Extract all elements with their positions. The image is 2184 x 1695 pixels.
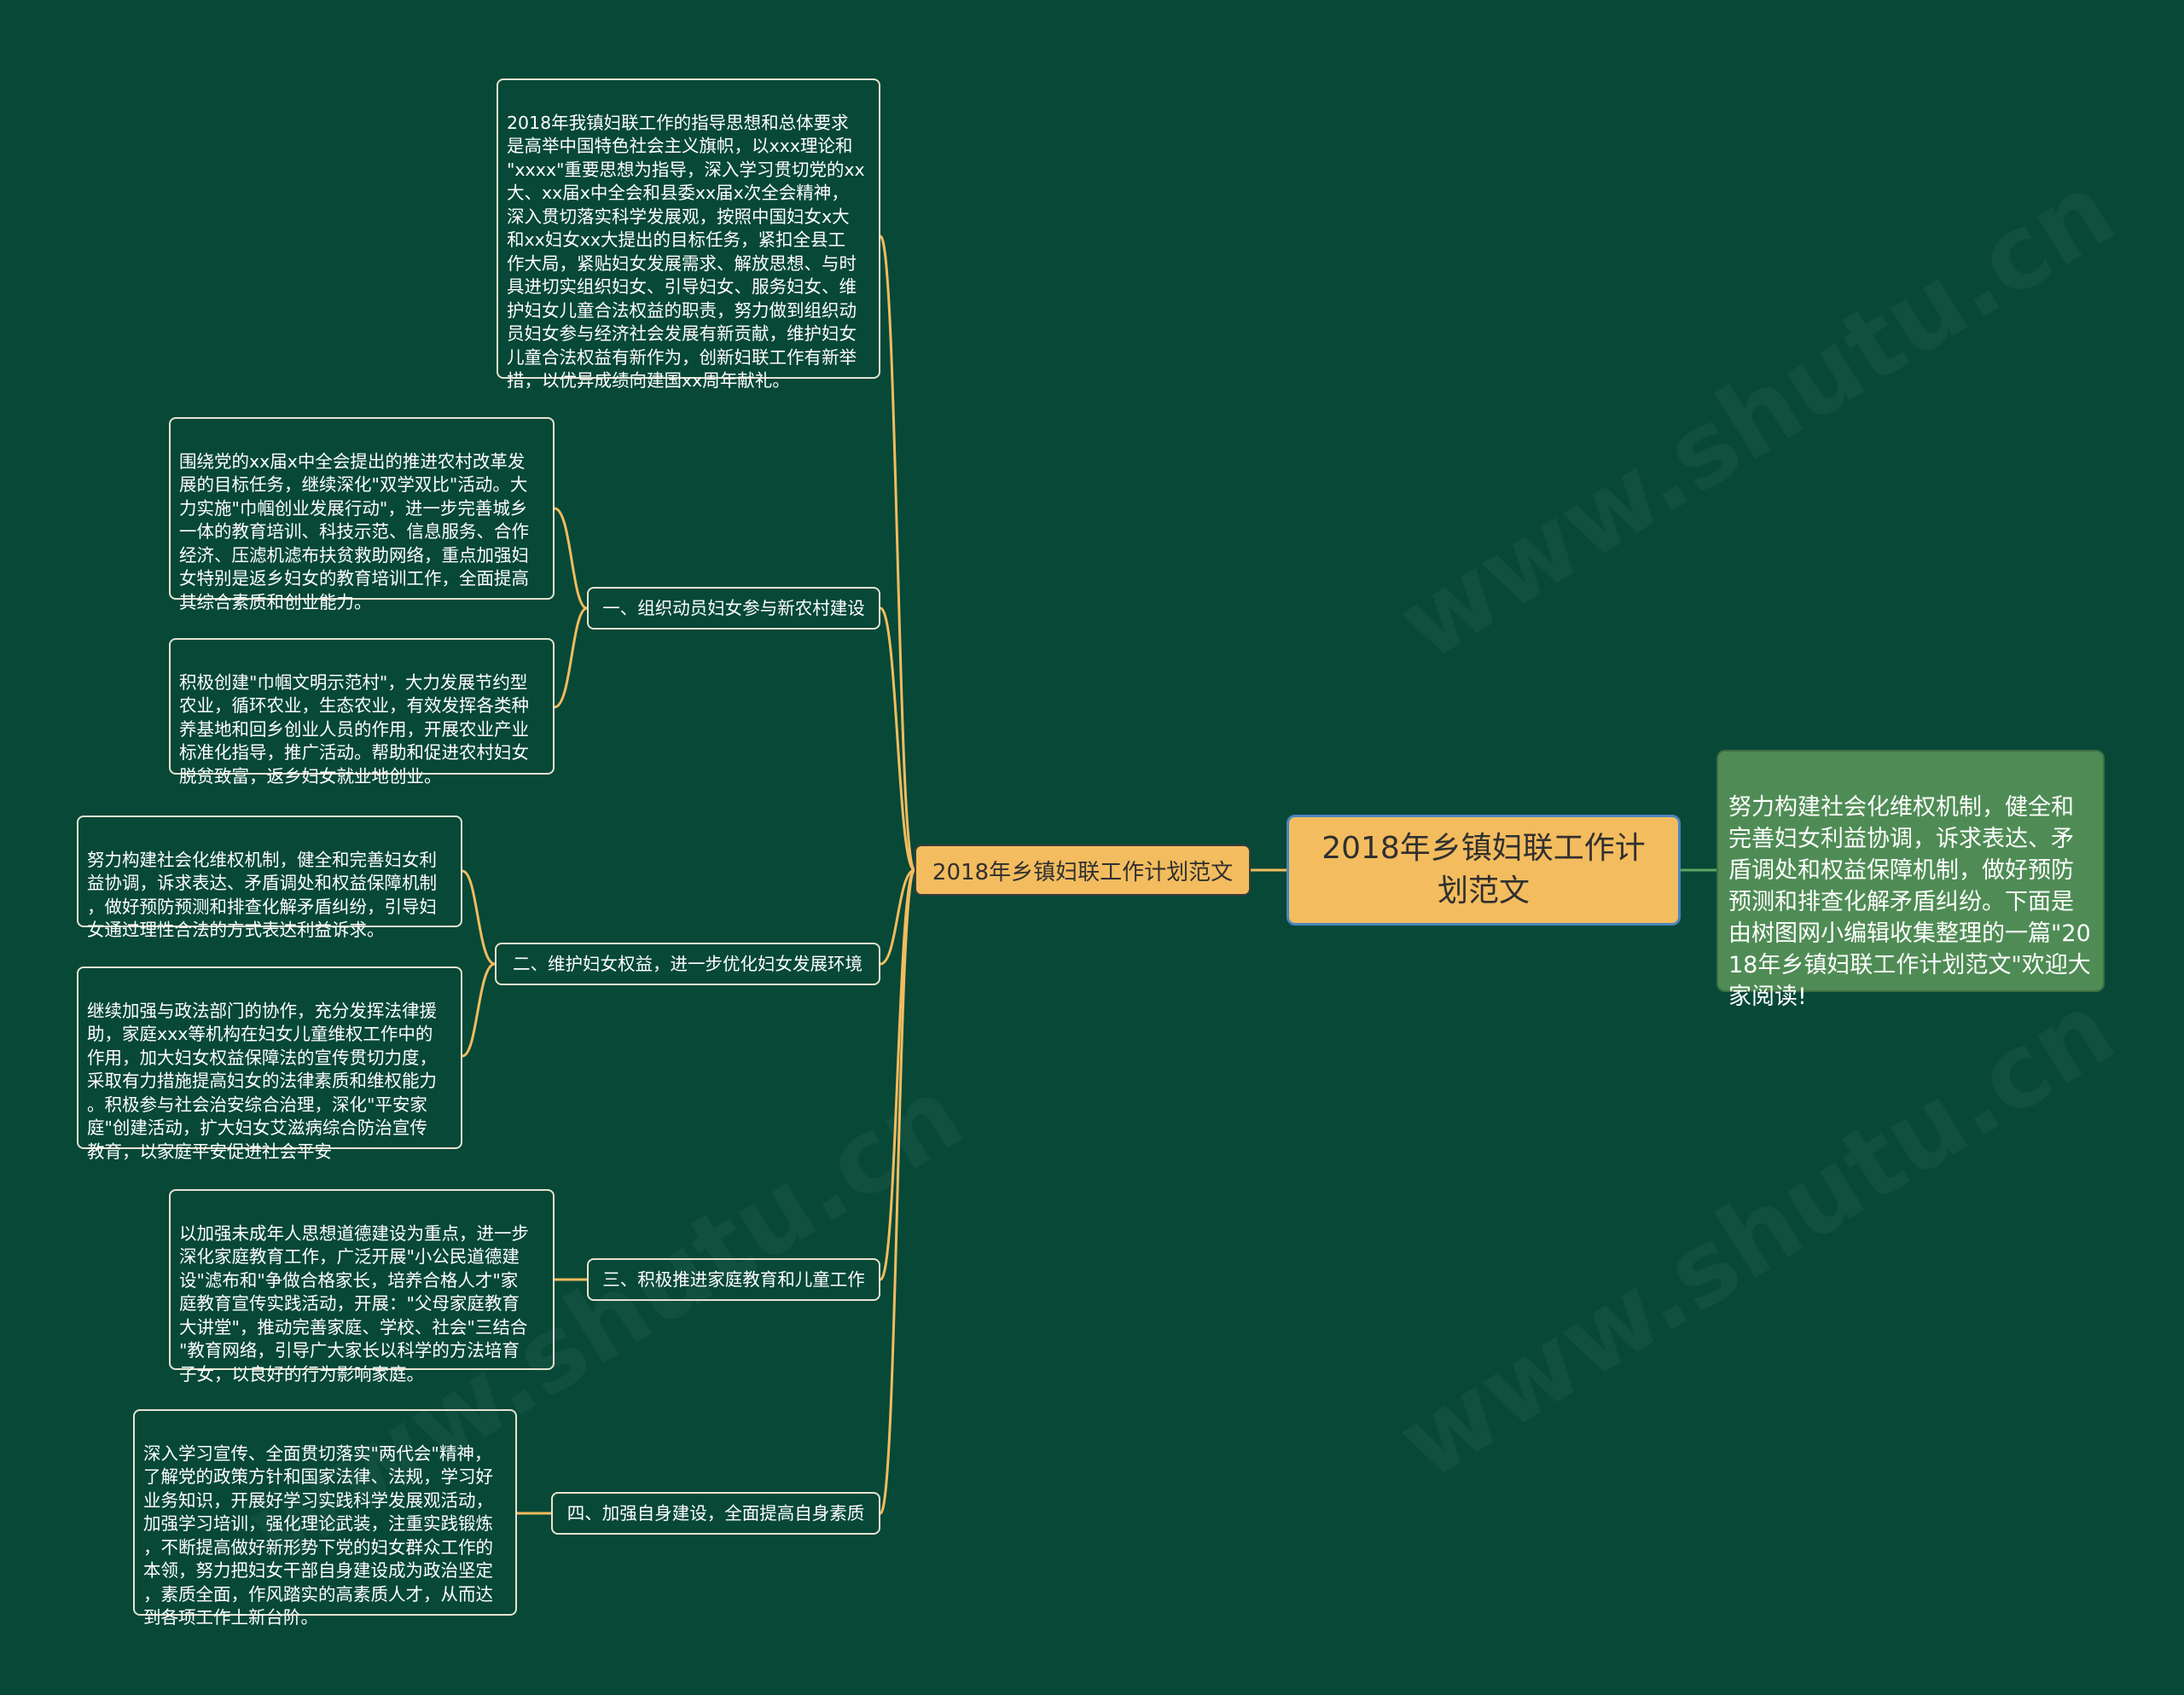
connector-branch-2-leaf-1 xyxy=(462,869,496,966)
branch-4-leaf-1-text: 深入学习宣传、全面贯切落实"两代会"精神， 了解党的政策方针和国家法律、法规，学… xyxy=(143,1442,493,1628)
branch-1-leaf-1[interactable]: 围绕党的xx届x中全会提出的推进农村改革发 展的目标任务，继续深化"双学双比"活… xyxy=(169,417,555,612)
branch-2-leaf-1[interactable]: 努力构建社会化维权机制，健全和完善妇女利 益协调，诉求表达、矛盾调处和权益保障机… xyxy=(77,816,462,940)
branch-1-label: 一、组织动员妇女参与新农村建设 xyxy=(602,598,865,618)
root-topic[interactable]: 2018年乡镇妇联工作计划范文 xyxy=(1287,815,1681,926)
branch-4-label: 四、加强自身建设，全面提高自身素质 xyxy=(566,1503,865,1524)
root-topic-label: 2018年乡镇妇联工作计划范文 xyxy=(1321,831,1646,908)
branch-3-leaf-1-text: 以加强未成年人思想道德建设为重点，进一步 深化家庭教育工作，广泛开展"小公民道德… xyxy=(179,1222,529,1384)
connector-hub-intro xyxy=(879,235,916,872)
branch-1-leaf-2-text: 积极创建"巾帼文明示范村"，大力发展节约型 农业，循环农业，生态农业，有效发挥各… xyxy=(179,671,529,787)
branch-1-leaf-1-text: 围绕党的xx届x中全会提出的推进农村改革发 展的目标任务，继续深化"双学双比"活… xyxy=(179,450,529,612)
hub-topic[interactable]: 2018年乡镇妇联工作计划范文 xyxy=(915,845,1251,896)
intro-leaf-text: 2018年我镇妇联工作的指导思想和总体要求 是高举中国特色社会主义旗帜，以xxx… xyxy=(507,112,865,392)
branch-2-label: 二、维护妇女权益，进一步优化妇女发展环境 xyxy=(513,954,863,974)
branch-4[interactable]: 四、加强自身建设，全面提高自身素质 xyxy=(551,1492,880,1535)
branch-3-leaf-1[interactable]: 以加强未成年人思想道德建设为重点，进一步 深化家庭教育工作，广泛开展"小公民道德… xyxy=(169,1189,555,1384)
branch-3-label: 三、积极推进家庭教育和儿童工作 xyxy=(602,1269,865,1290)
summary-node[interactable]: 努力构建社会化维权机制，健全和完善妇女利益协调，诉求表达、矛盾调处和权益保障机制… xyxy=(1716,750,2105,1010)
hub-topic-label: 2018年乡镇妇联工作计划范文 xyxy=(932,859,1234,885)
intro-leaf[interactable]: 2018年我镇妇联工作的指导思想和总体要求 是高举中国特色社会主义旗帜，以xxx… xyxy=(497,78,880,391)
branch-2-leaf-2-text: 继续加强与政法部门的协作，充分发挥法律援 助，家庭xxx等机构在妇女儿童维权工作… xyxy=(87,1000,437,1162)
branch-2-leaf-2[interactable]: 继续加强与政法部门的协作，充分发挥法律援 助，家庭xxx等机构在妇女儿童维权工作… xyxy=(77,966,462,1162)
connector-hub-branch-4 xyxy=(879,868,916,1515)
branch-4-leaf-1[interactable]: 深入学习宣传、全面贯切落实"两代会"精神， 了解党的政策方针和国家法律、法规，学… xyxy=(133,1409,517,1628)
branch-1[interactable]: 一、组织动员妇女参与新农村建设 xyxy=(587,587,880,630)
branch-1-leaf-2[interactable]: 积极创建"巾帼文明示范村"，大力发展节约型 农业，循环农业，生态农业，有效发挥各… xyxy=(169,638,555,787)
branch-3[interactable]: 三、积极推进家庭教育和儿童工作 xyxy=(587,1258,880,1301)
connector-hub-branch-1 xyxy=(879,607,916,872)
summary-text: 努力构建社会化维权机制，健全和完善妇女利益协调，诉求表达、矛盾调处和权益保障机制… xyxy=(1728,794,2091,1010)
branch-2-leaf-1-text: 努力构建社会化维权机制，健全和完善妇女利 益协调，诉求表达、矛盾调处和权益保障机… xyxy=(87,849,437,941)
branch-2[interactable]: 二、维护妇女权益，进一步优化妇女发展环境 xyxy=(495,943,880,985)
connector-branch-1-leaf-2 xyxy=(554,607,588,709)
connector-branch-1-leaf-1 xyxy=(554,507,588,610)
connector-branch-2-leaf-2 xyxy=(462,962,496,1058)
connector-hub-branch-2 xyxy=(880,868,915,966)
